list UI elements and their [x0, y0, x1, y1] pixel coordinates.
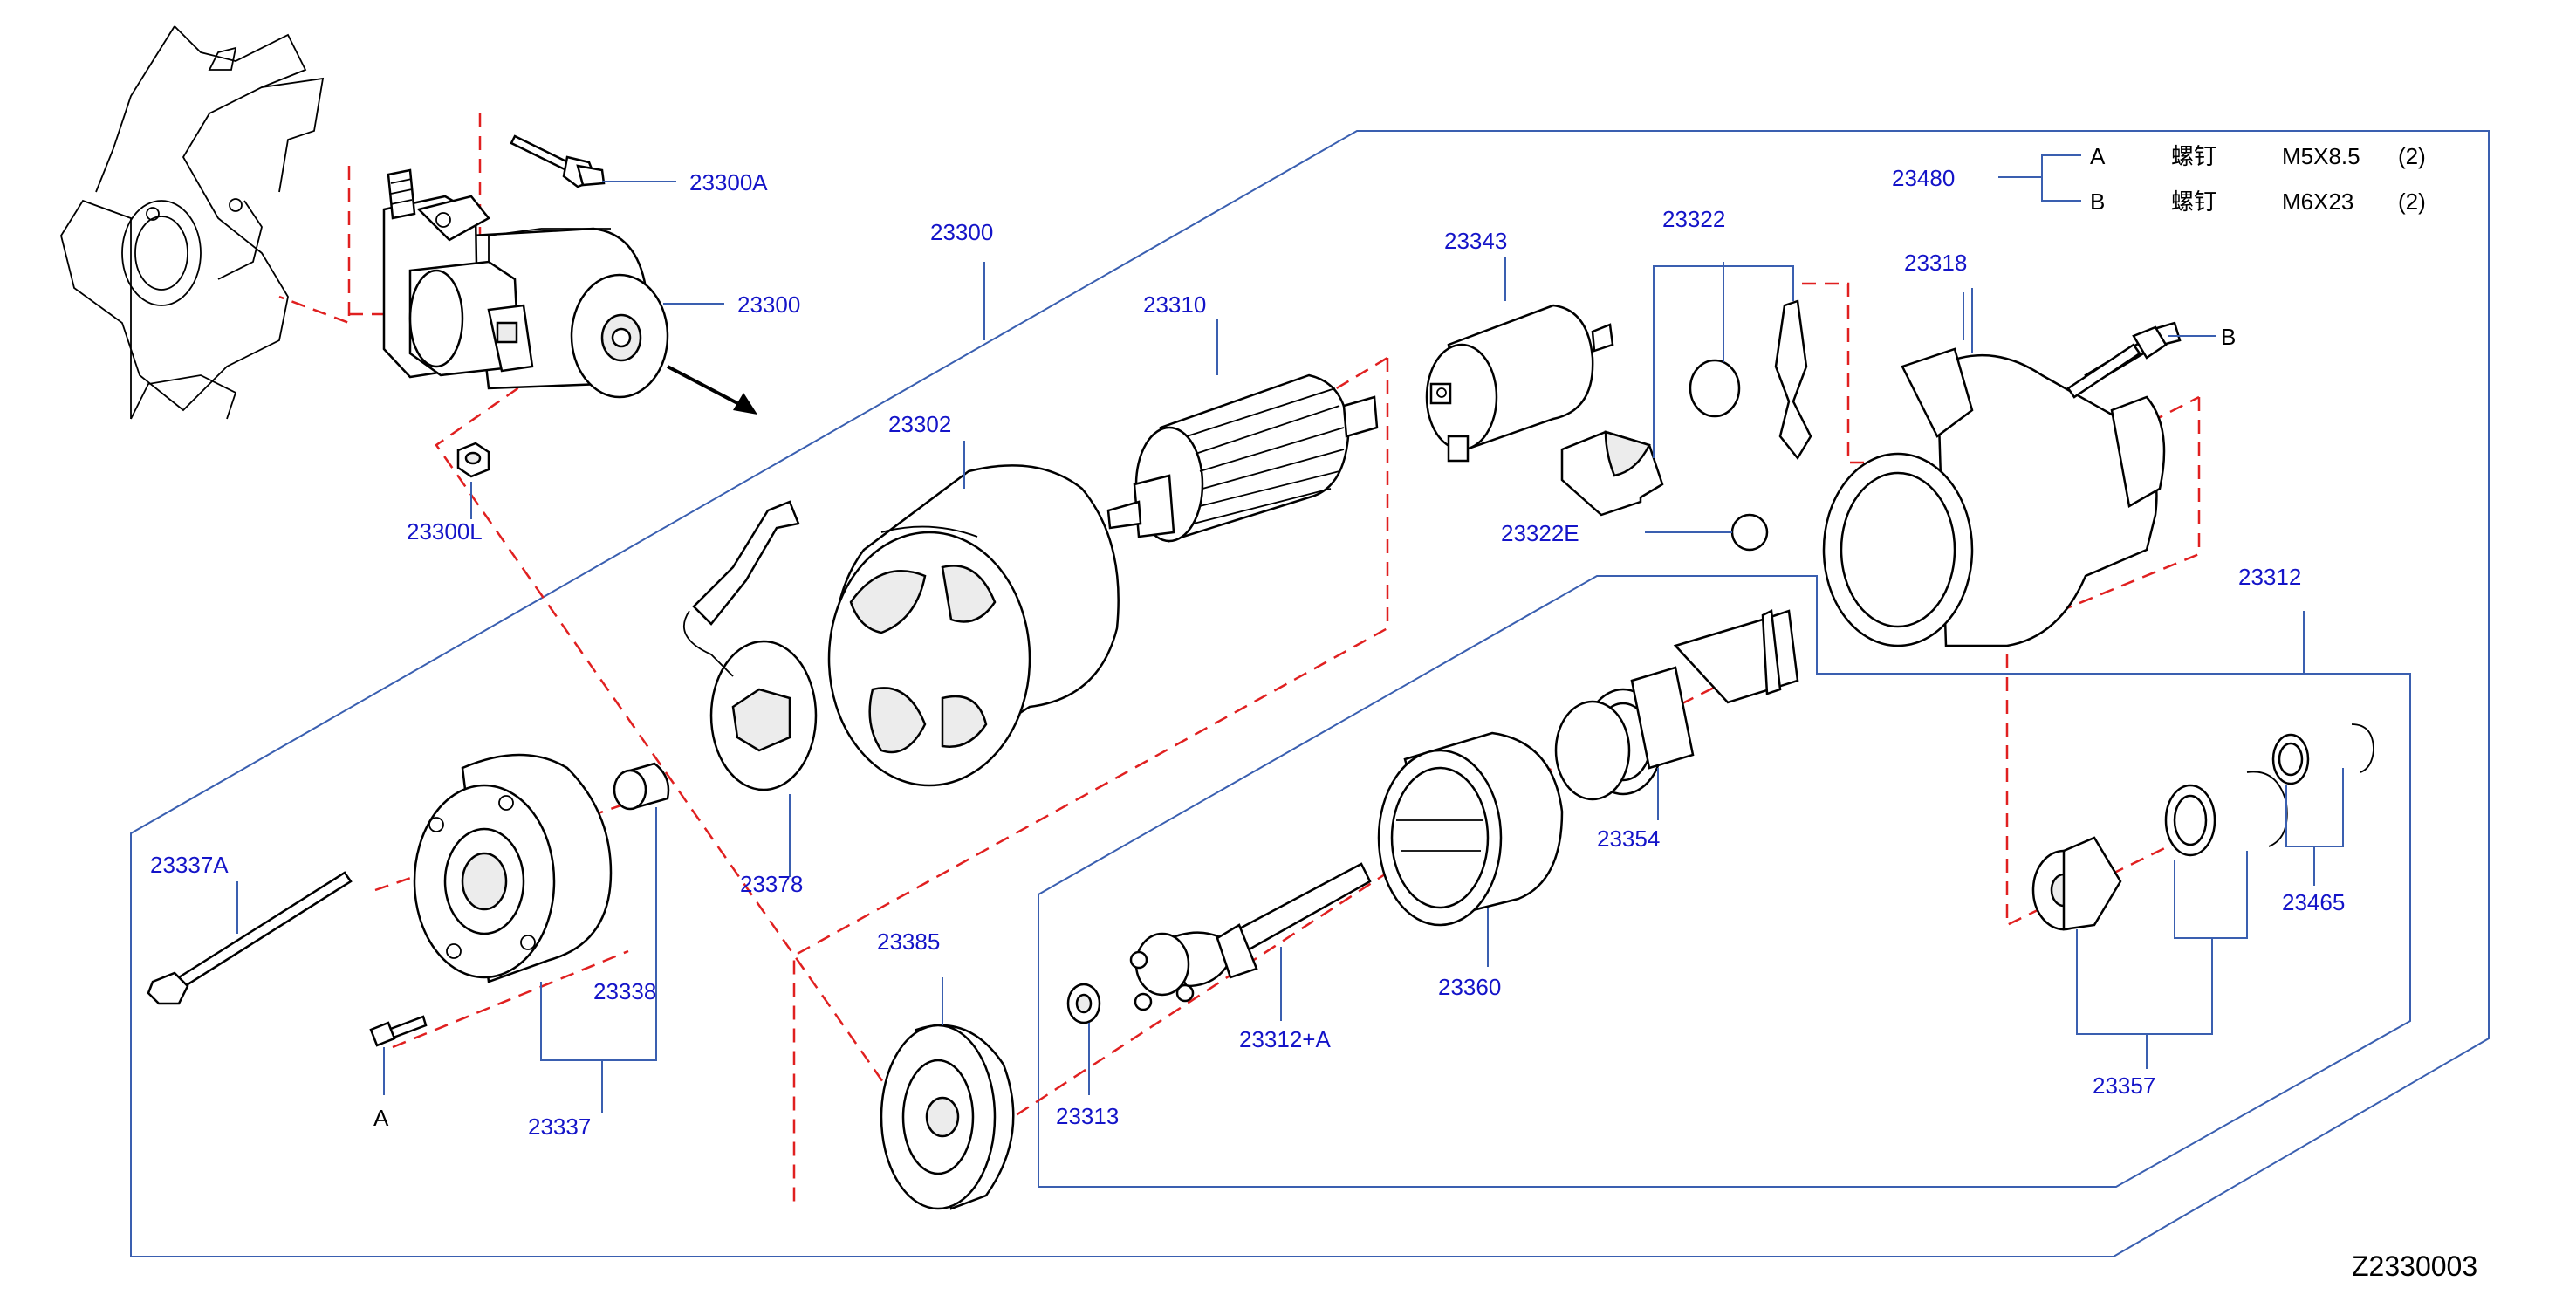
- callout-23343: 23343: [1444, 228, 1507, 254]
- fastener-legend: A 螺钉 M5X8.5 (2) B 螺钉 M6X23 (2): [2090, 143, 2426, 216]
- through-bolt-23337a-illustration: [147, 871, 353, 1005]
- yoke-23302-illustration: [827, 464, 1120, 787]
- engine-block-sketch: [60, 25, 325, 420]
- callout-23357: 23357: [2093, 1072, 2155, 1099]
- callout-23312: 23312: [2238, 564, 2301, 590]
- clutch-23354-illustration: [1554, 609, 1799, 801]
- solenoid-23343-illustration: [1425, 304, 1614, 462]
- arrow-icon: [667, 365, 757, 415]
- bearing-23338-illustration: [613, 762, 670, 811]
- pinion-drive-subframe: [1038, 575, 2411, 1188]
- pinion-set-23357-illustration: [2031, 771, 2288, 931]
- callout-23337: 23337: [528, 1113, 591, 1140]
- callout-23465: 23465: [2282, 889, 2345, 915]
- bolt-23300a-illustration: [510, 134, 606, 188]
- legend-row-b-name: 螺钉: [2171, 189, 2216, 216]
- starter-assembly-illustration: [382, 168, 669, 399]
- front-cover-23385-illustration: [880, 1024, 1015, 1210]
- callout-23360: 23360: [1438, 974, 1501, 1000]
- diagram-code: Z2330003: [2352, 1250, 2477, 1282]
- callout-23310: 23310: [1143, 291, 1206, 318]
- brush-holder-23378-illustration: [682, 500, 818, 791]
- callout-23312a: 23312+A: [1239, 1026, 1331, 1052]
- screw-a-illustration: [369, 1015, 428, 1047]
- callout-23300-assembly: 23300: [737, 291, 800, 318]
- bolt-b-illustration: [2066, 325, 2168, 399]
- legend-row-a-size: M5X8.5: [2282, 143, 2360, 169]
- legend-row-a-name: 螺钉: [2171, 144, 2216, 170]
- legend-row-b-qty: (2): [2398, 188, 2426, 215]
- rear-cover-23337-illustration: [413, 753, 613, 983]
- legend-row-a-qty: (2): [2398, 143, 2426, 169]
- marker-bolt-b: B: [2221, 324, 2236, 350]
- legend-row-b-size: M6X23: [2282, 188, 2353, 215]
- leader-lines: [236, 154, 2344, 1113]
- nut-23300l-illustration: [456, 442, 490, 478]
- callout-23300l: 23300L: [407, 518, 483, 545]
- callout-23322e: 23322E: [1501, 520, 1579, 546]
- drive-housing-23318-illustration: [1822, 321, 2182, 648]
- outer-assembly-frame: [130, 130, 2490, 1257]
- callout-23378: 23378: [740, 871, 803, 897]
- legend-row-a-key: A: [2090, 143, 2106, 169]
- pinion-shaft-23312a-illustration: [1129, 862, 1372, 1011]
- internal-gear-23360-illustration: [1377, 731, 1564, 927]
- callout-23385: 23385: [877, 928, 940, 955]
- gear-23313-illustration: [1066, 983, 1101, 1024]
- callout-23313: 23313: [1056, 1103, 1119, 1129]
- callout-23322: 23322: [1662, 206, 1725, 232]
- legend-row-b-key: B: [2090, 188, 2105, 215]
- lever-set-23322-illustration: [1560, 299, 1812, 552]
- callout-23300-frame: 23300: [930, 219, 993, 245]
- callout-23337a: 23337A: [150, 852, 229, 878]
- callout-23318: 23318: [1904, 250, 1967, 276]
- callout-23480: 23480: [1892, 165, 1955, 191]
- callout-23338: 23338: [593, 978, 656, 1004]
- callout-23354: 23354: [1597, 826, 1660, 852]
- snap-rings-23465-illustration: [2271, 723, 2374, 785]
- callout-23300a: 23300A: [689, 169, 768, 195]
- armature-23310-illustration: [1106, 373, 1379, 543]
- callout-23302: 23302: [888, 411, 951, 437]
- marker-screw-a: A: [373, 1105, 389, 1131]
